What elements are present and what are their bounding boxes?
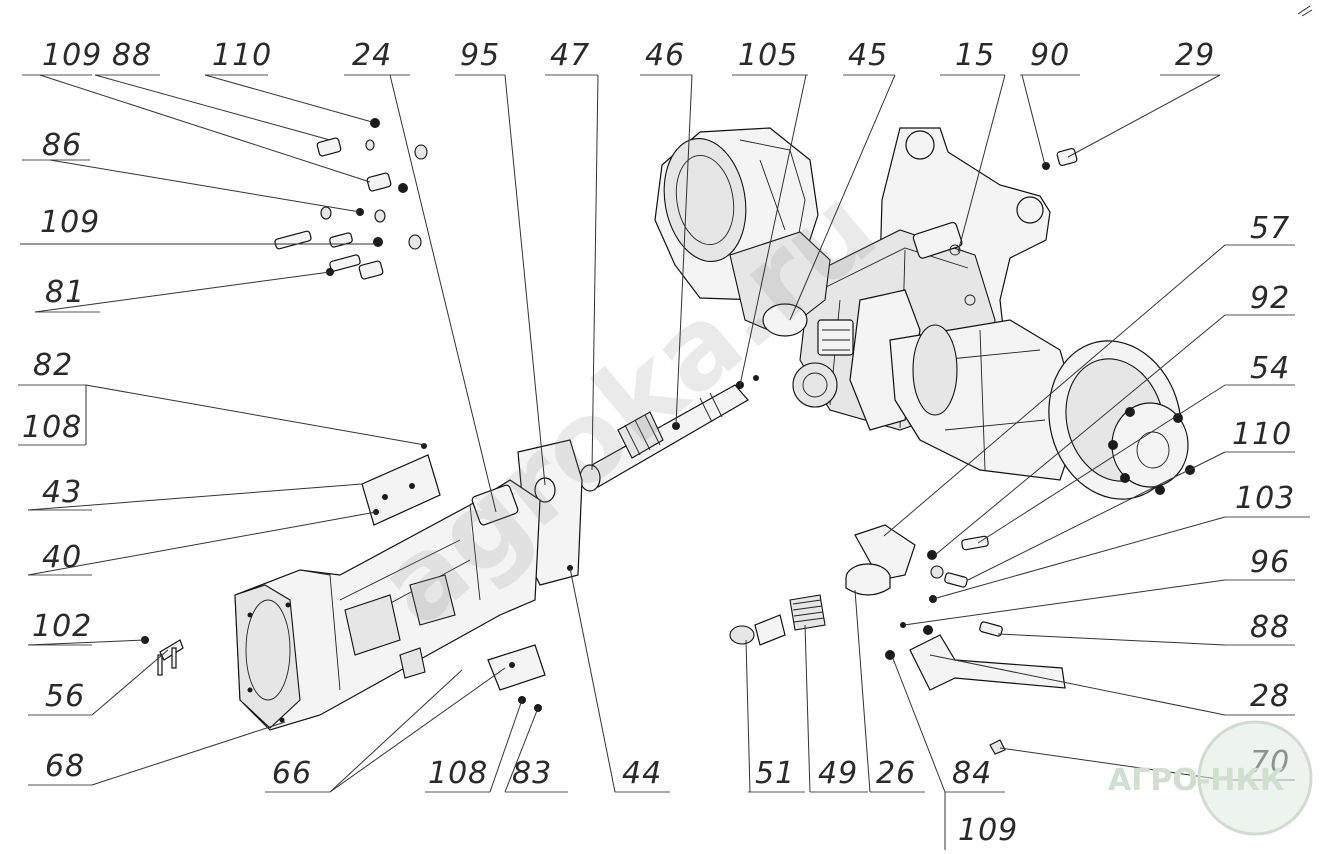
leader-lines [18,74,1310,850]
callout-88: 88 [112,38,152,73]
callout-86: 86 [42,128,82,163]
callout-40: 40 [42,540,82,575]
callout-110: 110 [212,38,272,73]
callout-28: 28 [1250,679,1290,714]
corner-mark [1297,5,1313,17]
callout-96: 96 [1250,545,1290,580]
parts-artwork [141,118,1195,755]
callout-109: 109 [958,813,1018,848]
company-logo: АГРО-НКК [1108,720,1313,836]
callout-90: 90 [1030,38,1070,73]
callout-105: 105 [738,38,798,73]
callout-49: 49 [818,756,858,791]
callout-51: 51 [755,756,795,791]
callout-109: 109 [42,38,102,73]
callout-24: 24 [352,38,392,73]
callout-46: 46 [645,38,685,73]
callout-26: 26 [876,756,916,791]
callout-54: 54 [1250,351,1290,386]
callout-108: 108 [428,756,488,791]
callout-81: 81 [45,275,85,310]
callout-68: 68 [45,749,85,784]
callout-95: 95 [460,38,500,73]
right-final-drive [889,319,1195,500]
logo-text: АГРО-НКК [1108,763,1285,798]
gearbox-housing [234,479,541,731]
callout-47: 47 [550,38,590,73]
callout-44: 44 [622,756,662,791]
callout-108: 108 [22,410,82,445]
small-parts-56 [141,636,184,676]
callout-15: 15 [955,38,995,73]
callout-45: 45 [848,38,888,73]
callout-103: 103 [1235,481,1295,516]
drive-shaft [579,384,749,492]
callout-82: 82 [33,348,73,383]
lower-right-parts [729,524,1066,755]
callout-102: 102 [32,609,92,644]
callout-83: 83 [512,756,552,791]
callout-109: 109 [40,205,100,240]
callout-57: 57 [1250,211,1290,246]
callout-110: 110 [1232,417,1292,452]
callout-56: 56 [45,679,85,714]
callout-88: 88 [1250,610,1290,645]
callout-84: 84 [952,756,992,791]
cover-43 [361,443,441,526]
callout-43: 43 [42,475,82,510]
callout-66: 66 [272,756,312,791]
callout-29: 29 [1175,38,1215,73]
cover-plate-66 [487,644,546,712]
callout-92: 92 [1250,281,1290,316]
callout-labels: 109 88 110 24 95 47 46 105 45 15 90 29 8… [22,38,1295,848]
